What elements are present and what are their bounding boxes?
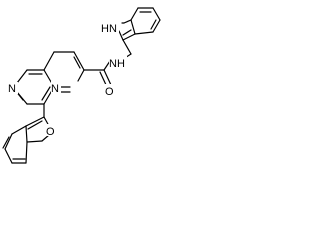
atom-label-furan-o: O	[46, 126, 55, 138]
bond	[122, 29, 132, 36]
bond	[41, 86, 51, 101]
bond	[122, 39, 132, 55]
bond	[73, 51, 85, 71]
bond	[77, 69, 85, 82]
bond	[26, 140, 43, 143]
atom-label-pyridine-n: N	[8, 83, 16, 95]
bond	[118, 30, 124, 41]
bond	[27, 120, 43, 130]
bond	[130, 7, 139, 21]
bond	[123, 19, 132, 24]
bond	[134, 31, 154, 35]
bond	[11, 125, 27, 135]
atom-label-naphthyridine-n: N	[51, 83, 59, 95]
bond	[152, 19, 161, 33]
bond-layer	[2, 7, 161, 164]
bond	[2, 136, 10, 149]
bond	[122, 33, 136, 41]
bond	[73, 56, 81, 69]
bond	[4, 133, 13, 150]
atom-label-amide-o: O	[105, 86, 114, 98]
bond	[103, 69, 112, 86]
bond	[25, 125, 28, 143]
atom-label-amide-nh: NH	[109, 58, 125, 70]
bond	[25, 116, 45, 127]
chemical-structure: N N O NH HN O	[2, 7, 161, 164]
atom-label-layer: N N O NH HN O	[8, 21, 127, 138]
bond	[43, 51, 55, 71]
bond	[152, 7, 161, 21]
bond	[4, 148, 13, 164]
atom-label-indole-nh: HN	[101, 23, 117, 35]
bond	[16, 69, 28, 84]
bond	[130, 19, 136, 35]
bond	[150, 19, 157, 30]
bond	[25, 141, 28, 164]
